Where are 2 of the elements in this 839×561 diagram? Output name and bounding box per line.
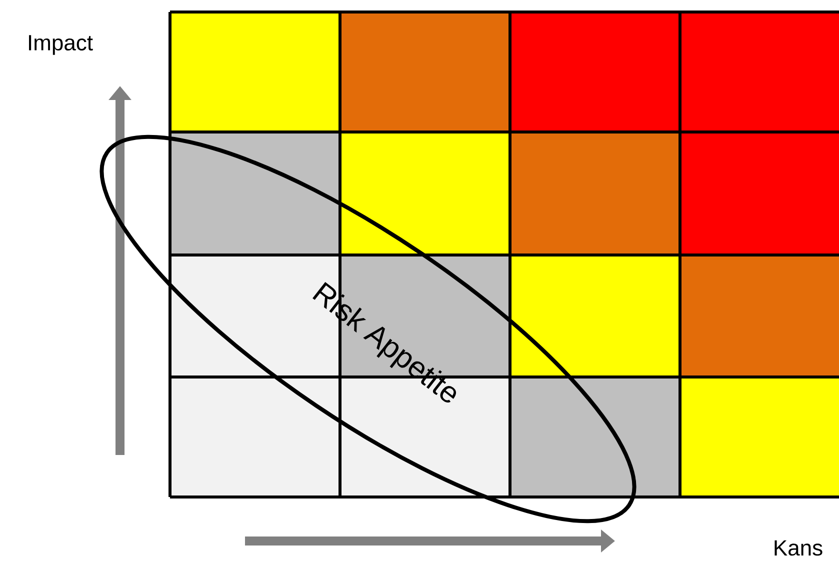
axis-label: Impact — [29, 35, 93, 55]
axis-label: Kans — [774, 540, 822, 556]
